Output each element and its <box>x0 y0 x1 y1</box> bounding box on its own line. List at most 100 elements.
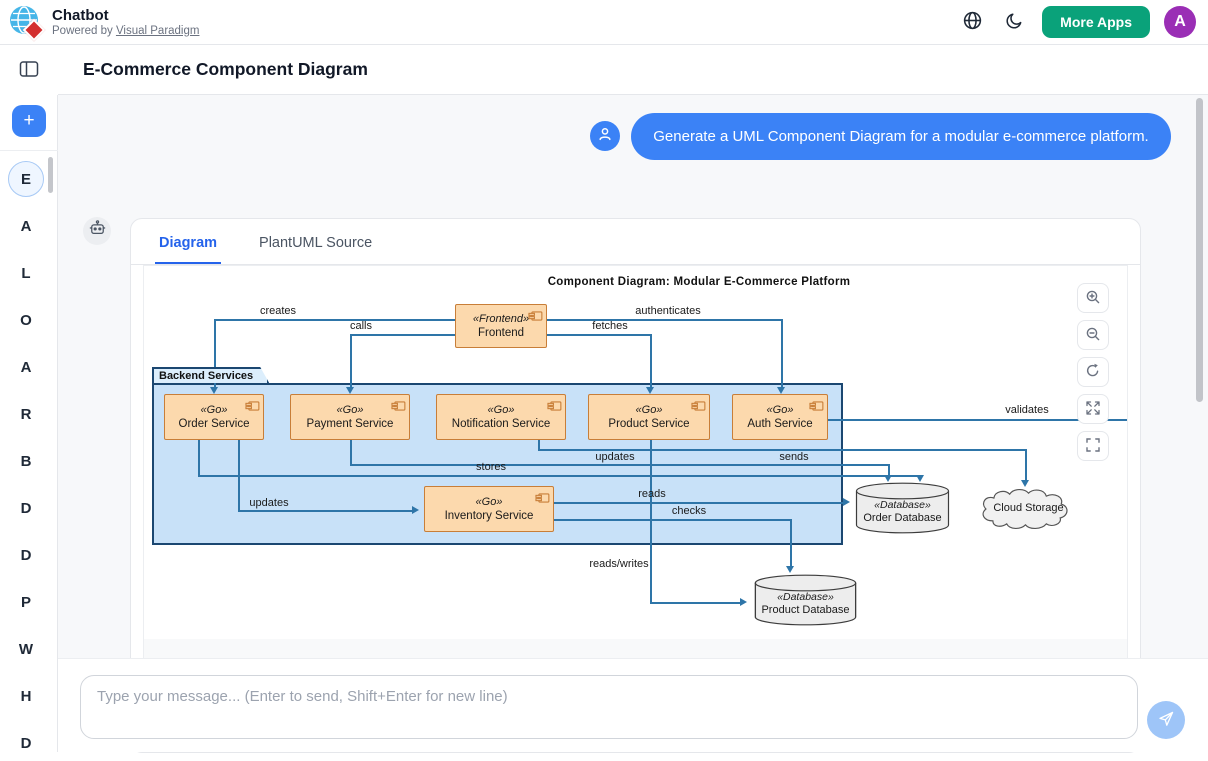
globe-icon <box>962 10 983 34</box>
arrowhead <box>1021 480 1029 487</box>
connector-line <box>650 440 652 602</box>
conversation-item-3[interactable]: O <box>20 311 32 329</box>
send-button[interactable] <box>1147 701 1185 739</box>
conversation-item-6[interactable]: B <box>20 452 32 470</box>
connector-line <box>198 475 921 477</box>
arrowhead <box>777 387 785 394</box>
connector-line <box>538 449 1026 451</box>
component-icon <box>528 308 543 326</box>
brand-block: Chatbot Powered by Visual Paradigm <box>52 7 199 38</box>
diagram-canvas: Component Diagram: Modular E-Commerce Pl… <box>144 266 1127 639</box>
connector-line <box>198 440 200 475</box>
arrowhead <box>916 475 924 482</box>
conversation-item-8[interactable]: D <box>20 546 32 564</box>
arrowhead <box>740 598 747 606</box>
database-order: «Database» Order Database <box>852 482 953 534</box>
expand-icon <box>1085 400 1101 419</box>
diagram-zoom-controls <box>1077 283 1109 461</box>
stereotype-label: «Go» <box>200 403 228 416</box>
component-payment-service: «Go» Payment Service <box>290 394 410 440</box>
header-actions: More Apps A <box>958 6 1208 38</box>
connector-line <box>547 319 781 321</box>
conversation-item-12[interactable]: D <box>20 734 32 752</box>
tab-plantuml-source[interactable]: PlantUML Source <box>255 223 376 264</box>
language-button[interactable] <box>958 8 986 36</box>
component-icon <box>691 398 706 416</box>
component-icon <box>245 398 260 416</box>
component-name: Frontend <box>477 326 525 339</box>
conversation-item-4[interactable]: A <box>20 358 32 376</box>
zoom-out-icon <box>1085 326 1101 345</box>
connector-line <box>350 334 455 336</box>
dark-mode-button[interactable] <box>1000 8 1028 36</box>
connector-line <box>781 319 783 390</box>
conversation-item-11[interactable]: H <box>20 687 32 705</box>
fullscreen-icon <box>1085 437 1101 456</box>
diagram-title: Component Diagram: Modular E-Commerce Pl… <box>547 276 851 288</box>
connector-line <box>238 510 414 512</box>
stereotype-label: «Go» <box>336 403 364 416</box>
connector-line <box>214 319 216 390</box>
database-label: «Database» Order Database <box>852 499 953 525</box>
user-message-avatar <box>590 121 620 151</box>
conversation-item-2[interactable]: L <box>21 264 31 282</box>
database-label: «Database» Product Database <box>751 591 860 617</box>
expand-button[interactable] <box>1077 394 1109 424</box>
stereotype-label: «Go» <box>766 403 794 416</box>
page-scrollbar[interactable] <box>1196 98 1203 402</box>
edge-label-updates-inventory: updates <box>249 497 289 509</box>
arrowhead <box>843 498 850 506</box>
zoom-reset-button[interactable] <box>1077 357 1109 387</box>
stereotype-label: «Database» <box>777 591 834 603</box>
edge-label-reads: reads <box>638 488 666 500</box>
sidebar-scrollbar[interactable] <box>48 157 53 193</box>
fullscreen-button[interactable] <box>1077 431 1109 461</box>
component-icon <box>391 398 406 416</box>
database-cylinder-icon <box>855 482 950 534</box>
conversation-item-10[interactable]: W <box>18 640 34 658</box>
connector-line <box>350 334 352 390</box>
moon-icon <box>1005 11 1024 33</box>
connector-line <box>888 464 890 477</box>
connector-line <box>790 519 792 568</box>
user-message-bubble: Generate a UML Component Diagram for a m… <box>631 113 1171 160</box>
edge-label-sends: sends <box>779 451 809 463</box>
conversation-item-0[interactable]: E <box>8 161 44 197</box>
connector-line <box>350 464 889 466</box>
edge-label-creates: creates <box>259 305 297 317</box>
conversation-item-1[interactable]: A <box>20 217 32 235</box>
component-icon <box>535 490 550 508</box>
conversation-item-5[interactable]: R <box>20 405 32 423</box>
sidebar-toggle-button[interactable] <box>15 56 43 84</box>
conversation-titlebar: E-Commerce Component Diagram <box>58 45 1208 95</box>
connector-line <box>547 334 650 336</box>
edge-label-fetches: fetches <box>592 320 628 332</box>
sidebar: + E A L O A R B D D P W H D <box>0 95 58 752</box>
arrowhead <box>646 387 654 394</box>
component-name: Notification Service <box>451 417 551 430</box>
edge-label-calls: calls <box>349 320 373 332</box>
database-name: Product Database <box>761 604 850 616</box>
stereotype-label: «Frontend» <box>472 312 530 325</box>
arrowhead <box>786 566 794 573</box>
component-notification-service: «Go» Notification Service <box>436 394 566 440</box>
app-header: Chatbot Powered by Visual Paradigm More … <box>0 0 1208 45</box>
more-apps-button[interactable]: More Apps <box>1042 6 1150 38</box>
page-title: E-Commerce Component Diagram <box>83 59 368 79</box>
send-icon <box>1157 710 1175 731</box>
stereotype-label: «Database» <box>874 499 931 511</box>
zoom-in-button[interactable] <box>1077 283 1109 313</box>
new-chat-button[interactable]: + <box>12 105 46 137</box>
diagram-viewport[interactable]: Component Diagram: Modular E-Commerce Pl… <box>143 265 1128 659</box>
edge-label-updates: updates <box>595 451 635 463</box>
zoom-out-button[interactable] <box>1077 320 1109 350</box>
arrowhead <box>346 387 354 394</box>
conversation-item-7[interactable]: D <box>20 499 32 517</box>
tab-diagram[interactable]: Diagram <box>155 223 222 264</box>
user-avatar-badge[interactable]: A <box>1164 6 1196 38</box>
visual-paradigm-link[interactable]: Visual Paradigm <box>115 24 200 37</box>
component-name: Payment Service <box>306 417 394 430</box>
message-input[interactable] <box>80 675 1138 739</box>
cloud-icon <box>982 488 1068 530</box>
conversation-item-9[interactable]: P <box>20 593 31 611</box>
